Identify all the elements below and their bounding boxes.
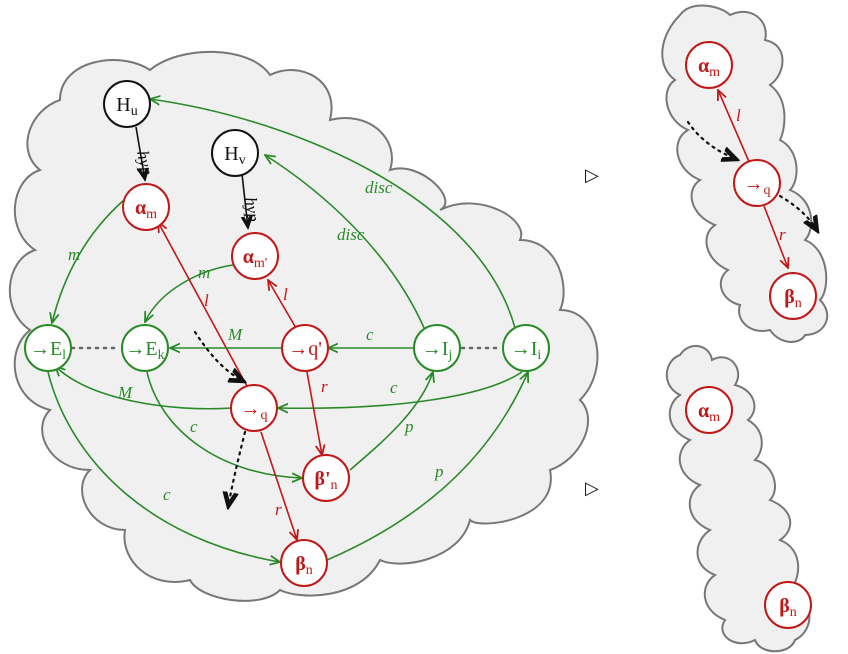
- dots-into-q: [193, 330, 245, 382]
- svg-text:αm: αm: [135, 197, 157, 222]
- edge-m-1: [52, 199, 125, 323]
- panel-top-node-alpha-m: αm: [685, 41, 733, 89]
- label-hyp-v: hyp: [241, 196, 263, 223]
- node-alpha-m-prime: αm': [231, 232, 279, 280]
- node-q: →q: [230, 384, 278, 432]
- svg-text:→q: →q: [744, 173, 771, 198]
- panel-top-edge-l: [718, 90, 751, 165]
- svg-text:→Ij: →Ij: [422, 338, 453, 363]
- edge-c-2: [278, 371, 523, 408]
- node-beta-prime-n: β'n: [302, 454, 350, 502]
- svg-text:αm: αm: [698, 55, 720, 80]
- label-c-3: c: [190, 417, 198, 436]
- svg-text:αm': αm': [243, 246, 268, 271]
- edge-m-2: [145, 264, 234, 322]
- panel-top-edge-r: [763, 205, 788, 268]
- node-I-i: →Ii: [502, 324, 550, 372]
- edge-disc-1: [150, 99, 516, 329]
- panel-top-label-r: r: [779, 225, 786, 244]
- svg-text:→El: →El: [30, 338, 66, 363]
- label-l-2: l: [283, 285, 288, 304]
- svg-text:βn: βn: [779, 595, 797, 620]
- panel-top-dots-out: [778, 194, 818, 232]
- svg-text:→q: →q: [241, 398, 268, 423]
- edge-r-1: [306, 371, 322, 455]
- label-c-4: c: [163, 485, 171, 504]
- label-r-1: r: [321, 377, 328, 396]
- edge-p-1: [349, 372, 433, 471]
- label-disc-1: disc: [365, 178, 393, 197]
- svg-text:Hv: Hv: [224, 143, 245, 168]
- edge-l-2: [268, 280, 297, 329]
- svg-text:Hu: Hu: [116, 94, 137, 119]
- arrow-bottom: ▷: [585, 478, 599, 499]
- dots-out-q: [228, 430, 247, 508]
- svg-text:βn: βn: [784, 286, 802, 311]
- label-r-2: r: [275, 500, 282, 519]
- svg-text:→q': →q': [288, 338, 322, 360]
- edge-hyp-v: [242, 173, 248, 228]
- node-I-j: →Ij: [413, 324, 461, 372]
- label-m-1: m: [68, 245, 80, 264]
- edge-disc-2: [265, 155, 426, 331]
- edge-M-2: [55, 366, 233, 410]
- svg-text:β'n: β'n: [314, 468, 337, 493]
- svg-text:→Ek: →Ek: [125, 338, 164, 363]
- panel-bottom-node-alpha-m: αm: [685, 386, 733, 434]
- panel-top-label-l: l: [736, 106, 741, 125]
- node-E-k: →Ek: [121, 324, 169, 372]
- svg-text:αm: αm: [698, 400, 720, 425]
- arrow-top: ▷: [585, 165, 599, 186]
- label-M-2: M: [117, 383, 133, 402]
- svg-text:→Ii: →Ii: [511, 338, 542, 363]
- label-c-2: c: [390, 378, 398, 397]
- label-disc-2: disc: [337, 225, 365, 244]
- node-alpha-m: αm: [122, 183, 170, 231]
- node-Hv: Hv: [211, 129, 259, 177]
- edge-c-4: [47, 371, 280, 562]
- panel-bottom-node-beta-n: βn: [764, 581, 812, 629]
- label-p-1: p: [404, 417, 414, 436]
- label-M-1: M: [227, 325, 243, 344]
- node-E-l: →El: [24, 324, 72, 372]
- node-q-prime: →q': [281, 324, 329, 372]
- edge-r-2: [260, 431, 297, 540]
- label-m-2: m: [198, 263, 210, 282]
- edge-p-2: [326, 372, 528, 561]
- edge-l-1: [158, 222, 249, 389]
- label-c-1: c: [366, 325, 374, 344]
- node-beta-n: βn: [280, 539, 328, 587]
- svg-text:βn: βn: [295, 553, 313, 578]
- node-Hu: Hu: [103, 80, 151, 128]
- panel-top-node-beta-n: βn: [769, 272, 817, 320]
- label-hyp-u: hyp: [133, 149, 157, 177]
- panel-top-node-q: →q: [733, 159, 781, 207]
- edge-c-3: [146, 371, 302, 478]
- panel-top-dots-in: [686, 120, 738, 160]
- label-p-2: p: [434, 462, 444, 481]
- label-l-1: l: [204, 291, 209, 310]
- edge-hyp-u: [135, 126, 145, 180]
